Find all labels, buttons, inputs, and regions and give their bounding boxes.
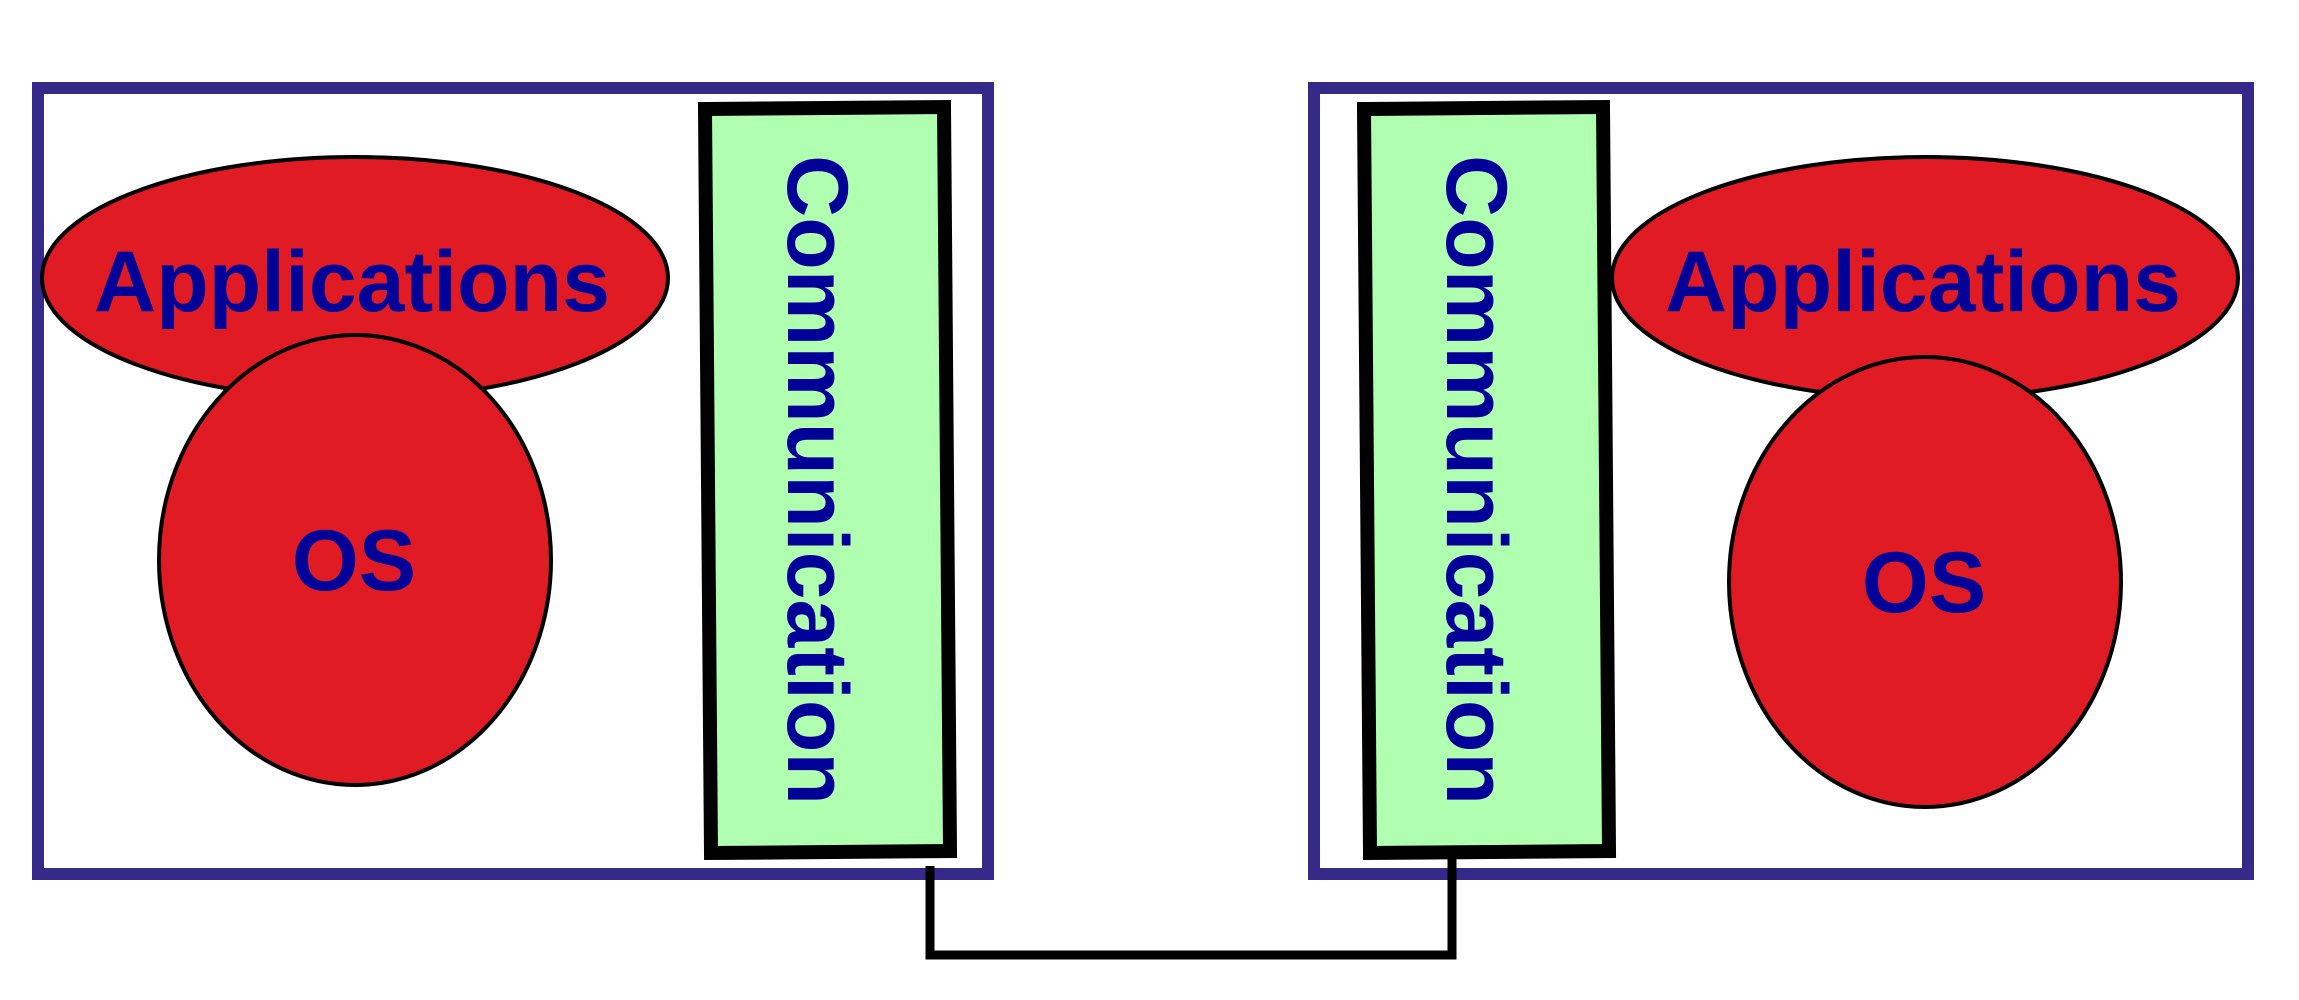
right-node: Applications OS Communication xyxy=(1308,82,2254,880)
right-os-label: OS xyxy=(1862,535,1986,631)
left-applications-label: Applications xyxy=(94,234,610,330)
right-applications-label: Applications xyxy=(1665,234,2181,330)
right-os-ellipse xyxy=(1727,355,2123,809)
network-connection-line xyxy=(925,855,1457,960)
left-node: Applications OS Communication xyxy=(32,82,994,880)
left-communication-label: Communication xyxy=(769,155,865,805)
left-os-ellipse xyxy=(157,333,553,787)
right-communication-label: Communication xyxy=(1428,155,1524,805)
left-os-label: OS xyxy=(292,513,416,609)
left-communication-box xyxy=(697,99,958,861)
right-communication-box xyxy=(1356,99,1617,861)
